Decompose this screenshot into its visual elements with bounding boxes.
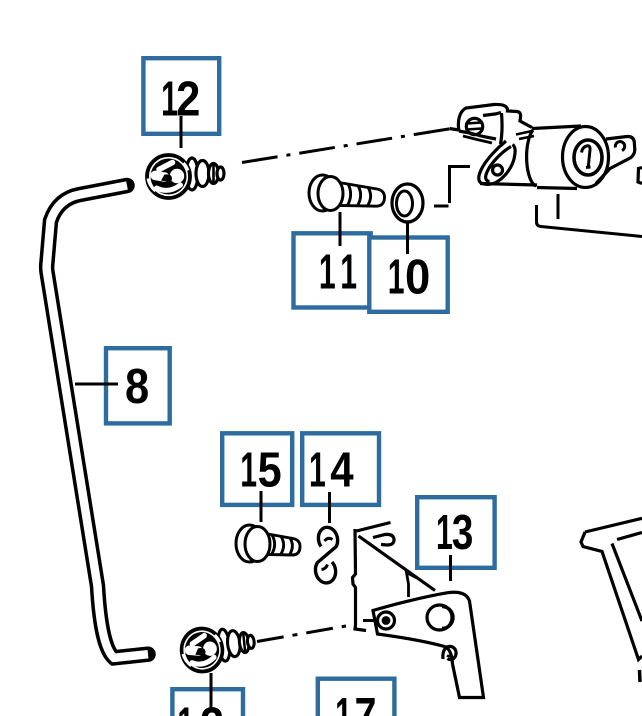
svg-text:1: 1 bbox=[436, 504, 453, 560]
svg-text:1: 1 bbox=[340, 244, 357, 300]
svg-text:1: 1 bbox=[240, 442, 257, 498]
svg-text:3: 3 bbox=[452, 505, 473, 560]
svg-text:1: 1 bbox=[335, 687, 352, 716]
svg-text:1: 1 bbox=[388, 249, 405, 305]
svg-text:1: 1 bbox=[177, 697, 194, 716]
svg-text:0: 0 bbox=[405, 250, 430, 305]
svg-text:8: 8 bbox=[125, 359, 149, 414]
svg-text:2: 2 bbox=[200, 697, 224, 716]
svg-text:5: 5 bbox=[258, 442, 282, 497]
svg-text:1: 1 bbox=[161, 71, 178, 127]
svg-text:4: 4 bbox=[330, 441, 354, 497]
svg-text:2: 2 bbox=[176, 71, 200, 126]
svg-text:7: 7 bbox=[355, 689, 377, 716]
svg-text:1: 1 bbox=[309, 442, 326, 498]
svg-text:1: 1 bbox=[319, 244, 336, 300]
